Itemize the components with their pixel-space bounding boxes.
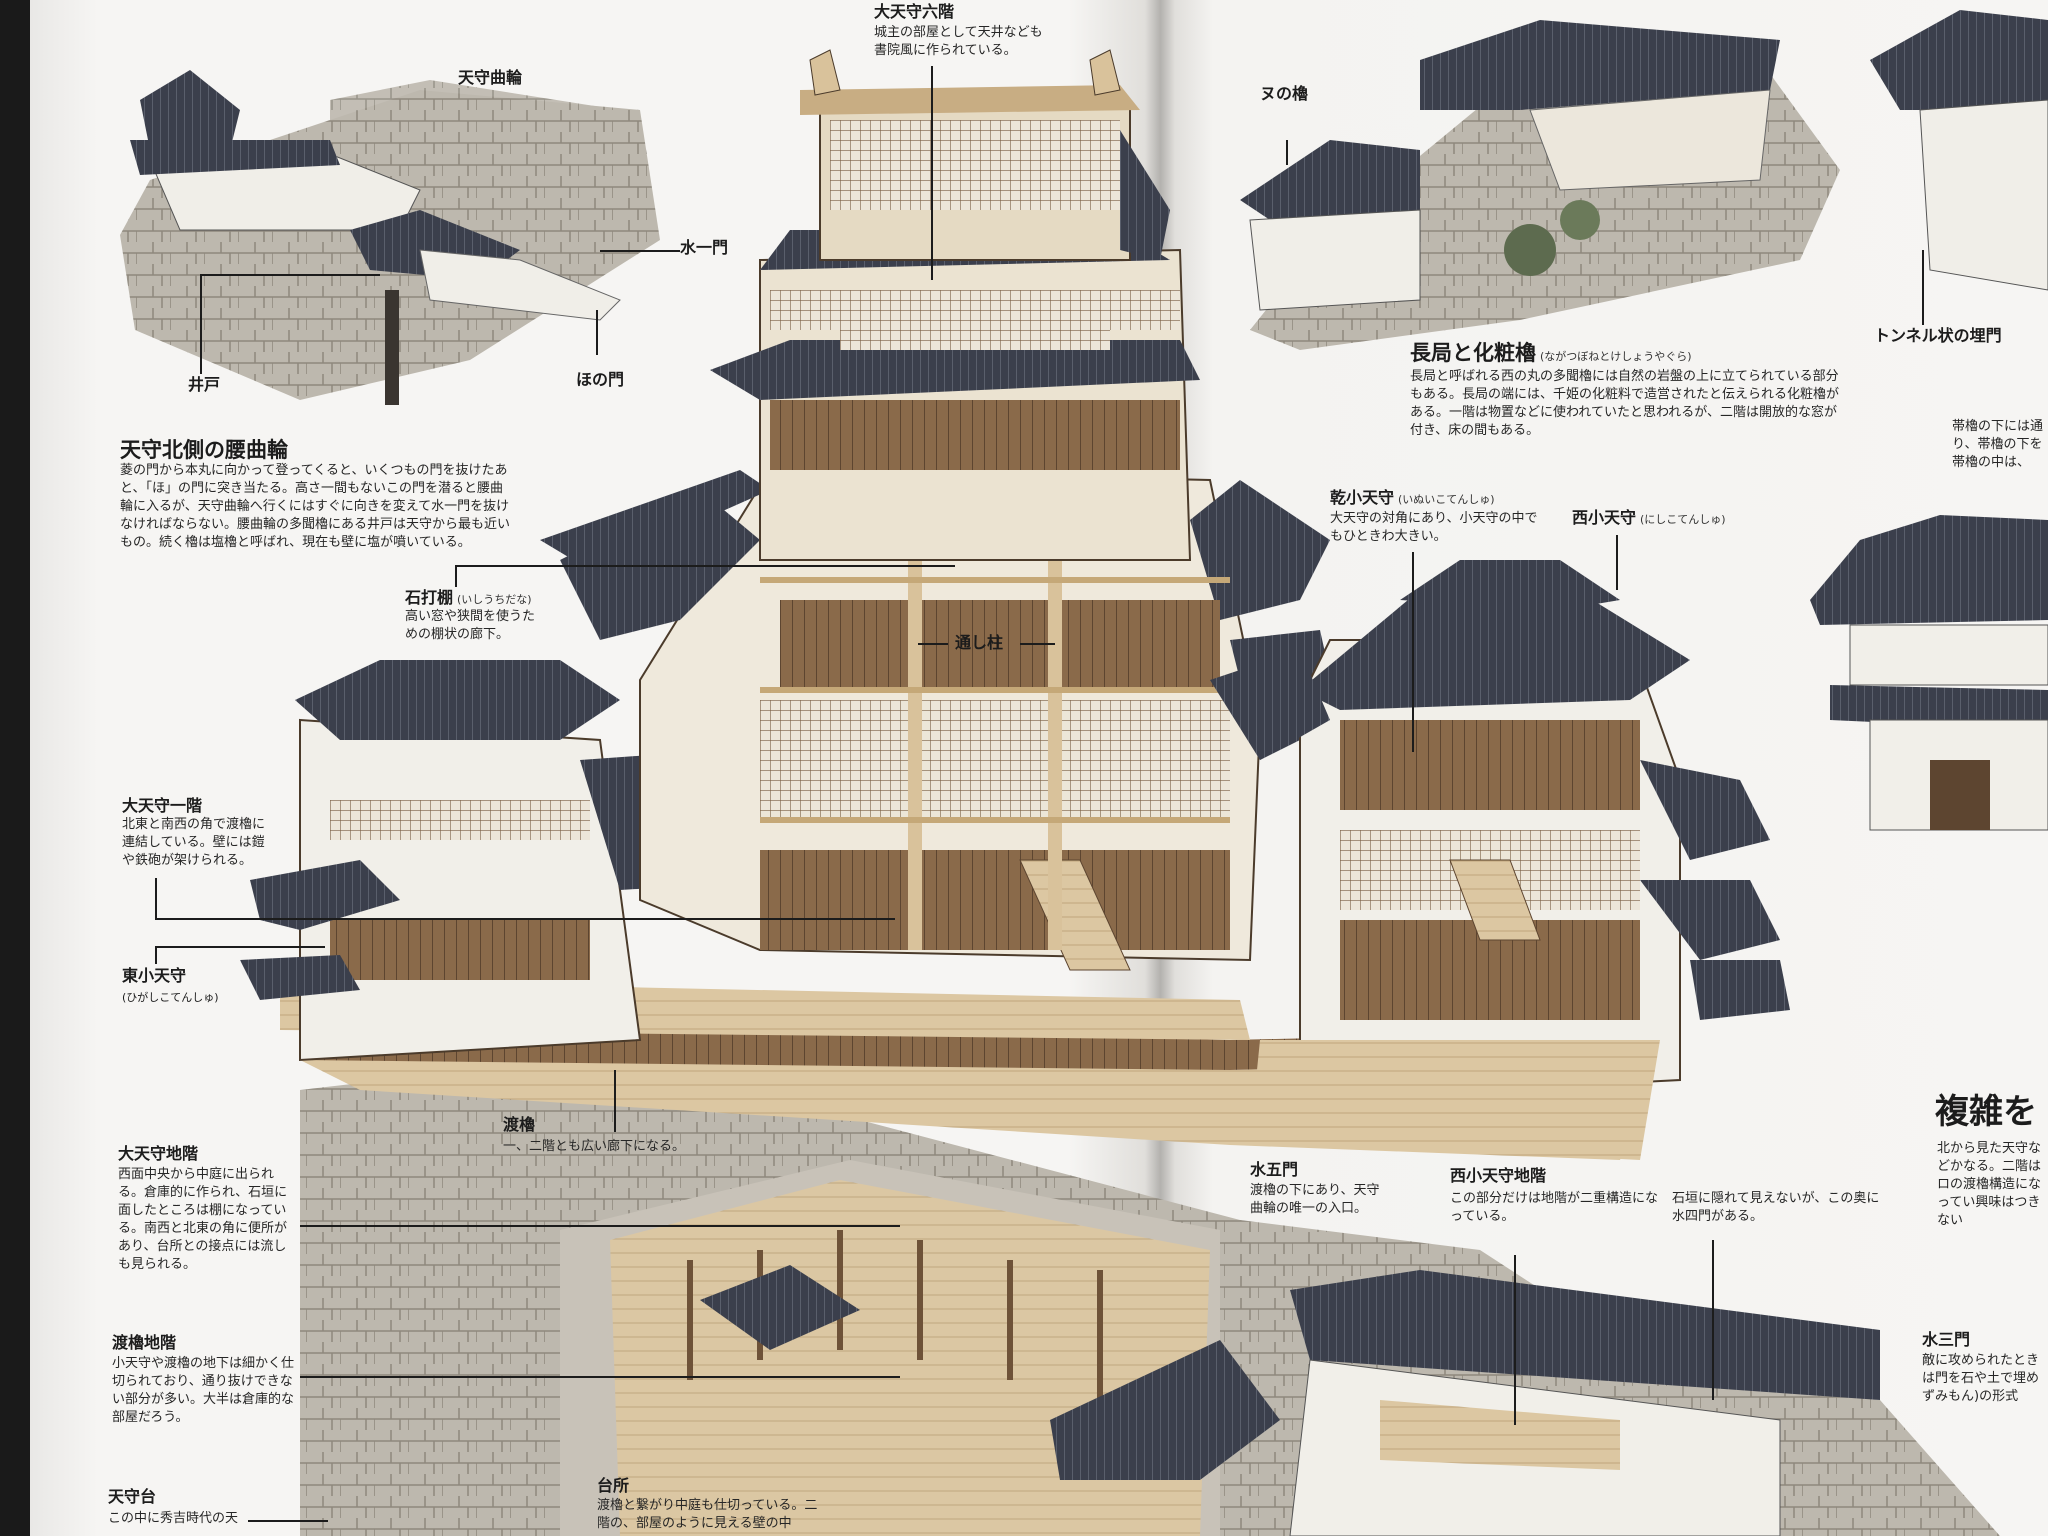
desc-mizushi: 石垣に隠れて見えないが、この奥に水四門がある。 [1672,1191,1880,1224]
desc-mizusan: 敵に攻められたときは門を石や土で埋めずみもん)の形式 [1922,1353,2040,1404]
desc-inui: 大天守の対角にあり、小天守の中でもひときわ大きい。 [1330,511,1538,544]
label-mizusan: 水三門 [1922,1330,1971,1349]
heading-fukuzatsu: 複雑を [1935,1092,2037,1132]
label-tenshu-roku: 大天守六階 [874,2,955,21]
leader-line-dai-ikkai [155,918,895,920]
kuruwa-vignette [120,70,660,405]
label-dai-ikkai: 大天守一階 [122,796,203,815]
label-nu-yagura: ヌの櫓 [1260,84,1309,103]
label-tunnel-gate: トンネル状の埋門 [1874,326,2002,345]
label-daidokoro: 台所 [597,1476,630,1495]
leader-line-higashi [155,946,325,948]
label-nishi: 西小天守(にしこてんしゅ) [1572,508,1726,527]
label-ishiuchidana: 石打棚(いしうちだな) [405,588,532,607]
leader-line-toshi-r [1020,643,1055,645]
label-watari: 渡櫓 [503,1115,536,1134]
label-dai-chikai: 大天守地階 [118,1144,199,1163]
leader-line-ido-v [200,274,202,374]
desc-mizugo: 渡櫓の下にあり、天守曲輪の唯一の入口。 [1250,1183,1380,1216]
label-toshibashira: 通し柱 [955,633,1004,652]
leader-line-watari [614,1070,616,1132]
leader-line-mizushi [1712,1240,1714,1400]
label-inui: 乾小天守(いぬいこてんしゅ) [1330,488,1495,507]
leader-line-nishi [1616,535,1618,590]
ruby-higashi: (ひがしこてんしゅ) [122,991,219,1004]
leader-line-higashi-v [155,946,157,964]
leader-line-dai-ikkai-v [155,878,157,920]
desc-ishiuchidana: 高い窓や狭間を使うための棚状の廊下。 [405,609,536,642]
leader-line-watari-chikai [300,1376,900,1378]
heading-nagatsubone: 長局と化粧櫓(ながつぼねとけしょうやぐら) [1410,341,1692,365]
leader-line-toshi-l [918,643,948,645]
desc-tenshu-roku: 城主の部屋として天井なども書院風に作られている。 [874,25,1043,58]
heading-koshikuruwa: 天守北側の腰曲輪 [120,438,288,462]
label-tenshu-kuruwa: 天守曲輪 [458,68,523,87]
desc-nagatsubone: 長局と呼ばれる西の丸の多聞櫓には自然の岩盤の上に立てられている部分もある。長局の… [1410,369,1840,438]
label-hono-gate: ほの門 [576,370,625,389]
desc-tenshudai: この中に秀吉時代の天 [108,1511,239,1526]
label-nishi-chikai: 西小天守地階 [1450,1166,1547,1185]
label-watari-chikai: 渡櫓地階 [112,1333,177,1352]
leader-line-ishiuchidana-v [455,565,457,587]
desc-dai-chikai: 西面中央から中庭に出られる。倉庫的に作られ、石垣に面したところは棚になっている。… [118,1167,288,1272]
leader-line-inui [1412,552,1414,752]
desc-watari-chikai: 小天守や渡櫓の地下は細かく仕切られており、通り抜けできない部分が多い。大半は倉庫… [112,1356,295,1425]
leader-line-tenshu-roku [931,66,933,280]
desc-daidokoro: 渡櫓と繋がり中庭も仕切っている。二階の、部屋のように見える壁の中 [597,1498,818,1531]
leader-line-mizuichi [600,250,680,252]
desc-right-edge: 帯櫓の下には通り、帯櫓の下を帯櫓の中は、 [1952,419,2044,470]
label-tenshudai: 天守台 [108,1487,157,1506]
nagatsubone-vignette [1240,10,2048,350]
label-mizugo: 水五門 [1250,1160,1299,1179]
desc-watari: 一、二階とも広い廊下になる。 [503,1139,686,1154]
desc-koshikuruwa: 菱の門から本丸に向かって登ってくると、いくつもの門を抜けたあと、「ほ」の門に突き… [120,463,511,550]
desc-fukuzatsu: 北から見た天守などかなる。二階はロの渡櫓構造になってい興味はつきない [1937,1141,2042,1228]
leader-line-nu [1286,140,1288,165]
leader-line-nishi-chikai [1514,1255,1516,1425]
leader-line-tunnel [1922,250,1924,325]
leader-line-tenshudai [248,1520,328,1522]
leader-line-dai-chikai [300,1225,900,1227]
main-tenshu [240,49,2000,1536]
leader-line-ishiuchidana [455,565,955,567]
leader-line-hono [596,310,598,355]
right-building-vignette [1810,515,2048,831]
label-ido: 井戸 [188,375,221,394]
desc-nishi-chikai: この部分だけは地階が二重構造になっている。 [1450,1191,1659,1224]
label-higashi: 東小天守 [122,966,187,985]
desc-dai-ikkai: 北東と南西の角で渡櫓に連結している。壁には鎧や鉄砲が架けられる。 [122,817,266,868]
label-mizuichi-gate: 水一門 [680,238,729,257]
leader-line-ido [200,274,380,276]
